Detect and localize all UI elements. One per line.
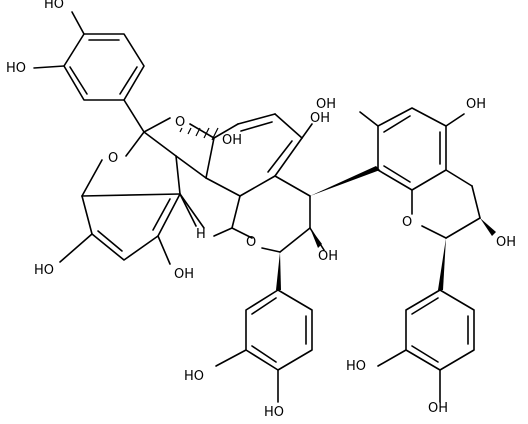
label-oh-catechol-c-left: HO	[346, 359, 366, 374]
label-oh-catechol-a-top: HO	[44, 0, 64, 12]
label-oh-left-ring-bottom-left: HO	[34, 263, 54, 278]
label-o-spiro-bridge: O	[175, 115, 185, 130]
label-oh-middle-c3: OH	[318, 249, 338, 264]
label-o-ring-right: O	[402, 215, 412, 230]
bond-lines	[33, 11, 481, 403]
label-o-ring-left: O	[108, 151, 118, 166]
bond-ring-junction-h	[179, 193, 197, 227]
label-oh-catechol-b-bottom: HO	[264, 405, 284, 420]
label-oh-right-top-left: OH	[316, 97, 336, 112]
label-oh-catechol-b-left: HO	[184, 369, 204, 384]
stereo-bonds	[179, 127, 496, 290]
wedge-bond-middle-oh	[310, 228, 322, 248]
wedge-bond-junction	[310, 166, 380, 196]
atom-labels: HO HO O O OH OH OH OH H HO OH O OH O OH …	[6, 0, 516, 420]
wedge-bond-right-aryl	[438, 238, 446, 290]
label-oh-catechol-a-left: HO	[6, 61, 26, 76]
wedge-bond-middle-aryl	[276, 252, 281, 290]
label-oh-enone: OH	[310, 111, 330, 126]
hashed-bond-bridge-oh	[179, 127, 219, 141]
label-h-ring-junction: H	[196, 227, 206, 242]
label-oh-catechol-c-bottom: OH	[428, 401, 448, 416]
label-oh-right-c3: OH	[496, 235, 516, 250]
label-oh-bridge: OH	[222, 133, 242, 148]
label-oh-left-ring-bottom-right: OH	[174, 267, 194, 282]
label-oh-right-top-right: OH	[466, 97, 486, 112]
label-o-ring-middle: O	[246, 235, 256, 250]
wedge-bond-right-oh	[480, 218, 496, 236]
